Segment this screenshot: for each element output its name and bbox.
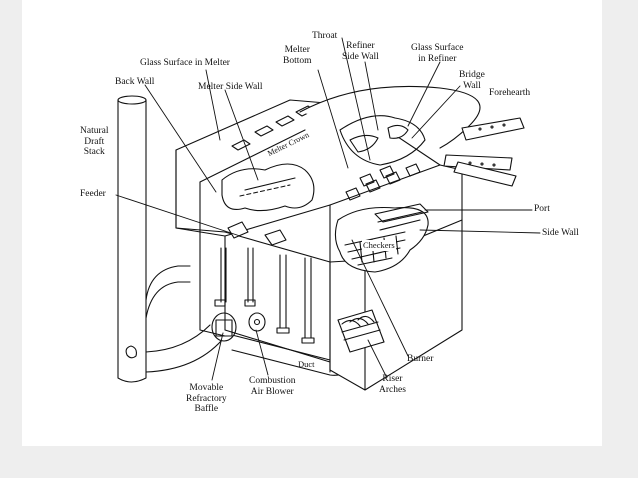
refiner-drawing — [299, 85, 481, 166]
label-throat: Throat — [312, 31, 338, 41]
furnace-body — [175, 99, 463, 391]
label-glass-surface-refiner: Glass Surface in Refiner — [411, 43, 464, 64]
label-forehearth: Forehearth — [489, 88, 531, 98]
label-glass-surface-refiner-line2: in Refiner — [418, 53, 457, 64]
label-combustion-air-blower: Combustion Air Blower — [249, 376, 295, 397]
label-back-wall: Back Wall — [115, 77, 155, 87]
label-burner: Burner — [407, 354, 434, 364]
label-riser-arches: Riser Arches — [379, 374, 406, 395]
support-legs — [220, 247, 315, 344]
label-bridge-wall-line2: Wall — [463, 80, 481, 91]
label-duct: Duct — [298, 359, 315, 369]
label-natural-draft-stack: Natural Draft Stack — [80, 126, 109, 158]
natural-draft-stack-drawing — [117, 95, 147, 383]
label-blower-line1: Combustion — [249, 376, 296, 386]
label-port: Port — [534, 204, 550, 214]
label-baffle-line2: Refractory — [186, 393, 227, 404]
label-bridge-wall: Bridge Wall — [459, 70, 485, 91]
riser-arches-drawing — [337, 309, 385, 353]
label-movable-refractory-baffle: Movable Refractory Baffle — [186, 383, 227, 415]
label-melter-bottom-line1: Melter — [284, 45, 310, 55]
label-feeder: Feeder — [80, 189, 106, 199]
checkers-cutaway — [334, 203, 429, 273]
label-riser-arches-line1: Riser — [382, 374, 403, 384]
label-melter-bottom-line2: Bottom — [283, 55, 312, 66]
melter-cutaway — [221, 163, 315, 246]
label-refiner-side-wall-line1: Refiner — [346, 41, 375, 51]
label-checkers: Checkers — [362, 240, 396, 251]
label-stack-line3: Stack — [83, 147, 105, 157]
label-melter-side-wall: Melter Side Wall — [198, 82, 263, 92]
label-refiner-side-wall: Refiner Side Wall — [342, 41, 379, 62]
label-riser-arches-line2: Arches — [379, 384, 406, 395]
label-melter-bottom: Melter Bottom — [283, 45, 312, 66]
label-baffle-line1: Movable — [189, 383, 224, 393]
forehearth-drawing — [443, 117, 525, 187]
label-stack-line1: Natural — [80, 126, 109, 136]
label-refiner-side-wall-line2: Side Wall — [342, 51, 379, 62]
label-glass-surface-melter: Glass Surface in Melter — [140, 58, 230, 68]
label-side-wall: Side Wall — [542, 228, 579, 238]
label-blower-line2: Air Blower — [250, 386, 294, 397]
label-stack-line2: Draft — [84, 136, 105, 147]
label-glass-surface-refiner-line1: Glass Surface — [411, 43, 464, 53]
label-baffle-line3: Baffle — [194, 404, 219, 414]
label-bridge-wall-line1: Bridge — [459, 70, 485, 80]
leader-lines — [115, 37, 541, 381]
